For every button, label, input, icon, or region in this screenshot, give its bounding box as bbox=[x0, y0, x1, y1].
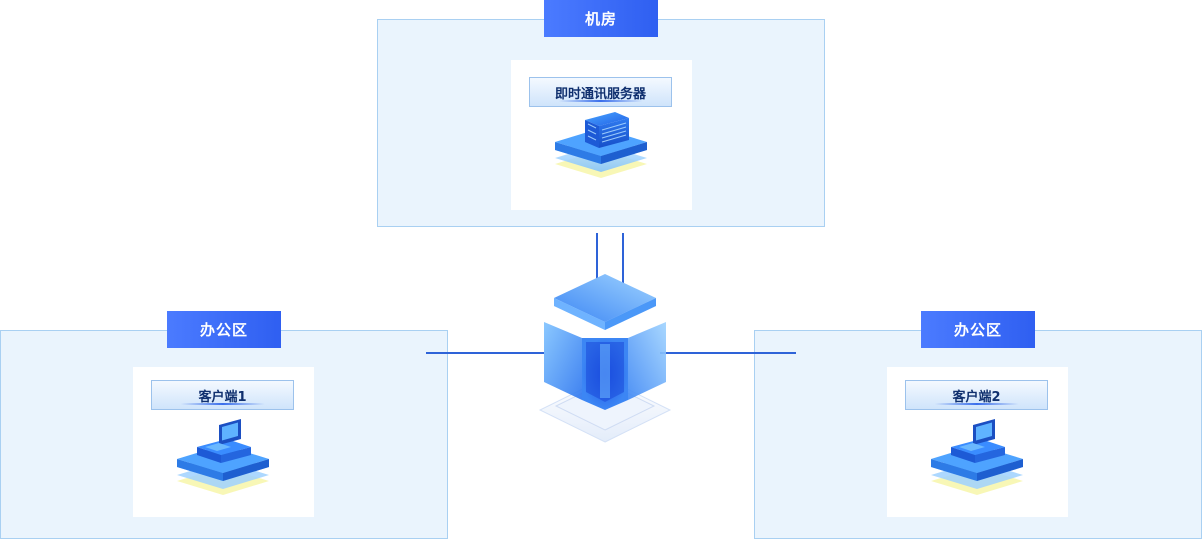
connector-office-right bbox=[660, 352, 796, 354]
connector-office-left bbox=[426, 352, 544, 354]
server-rack-icon bbox=[555, 112, 647, 178]
connector-server-right bbox=[622, 233, 624, 293]
zone-tag-office-left: 办公区 bbox=[167, 311, 281, 348]
server-card: 即时通讯服务器 bbox=[511, 60, 692, 210]
client1-card-label: 客户端1 bbox=[151, 380, 294, 410]
zone-tag-office-right: 办公区 bbox=[921, 311, 1035, 348]
client2-card-label: 客户端2 bbox=[905, 380, 1048, 410]
client2-card: 客户端2 bbox=[887, 367, 1068, 517]
server-card-label: 即时通讯服务器 bbox=[529, 77, 672, 107]
client1-card: 客户端1 bbox=[133, 367, 314, 517]
client-terminal-icon bbox=[931, 419, 1023, 495]
network-hub-cube-icon bbox=[538, 274, 672, 443]
zone-tag-server-room: 机房 bbox=[544, 0, 658, 37]
connector-server-left bbox=[596, 233, 598, 293]
client-terminal-icon bbox=[177, 419, 269, 495]
